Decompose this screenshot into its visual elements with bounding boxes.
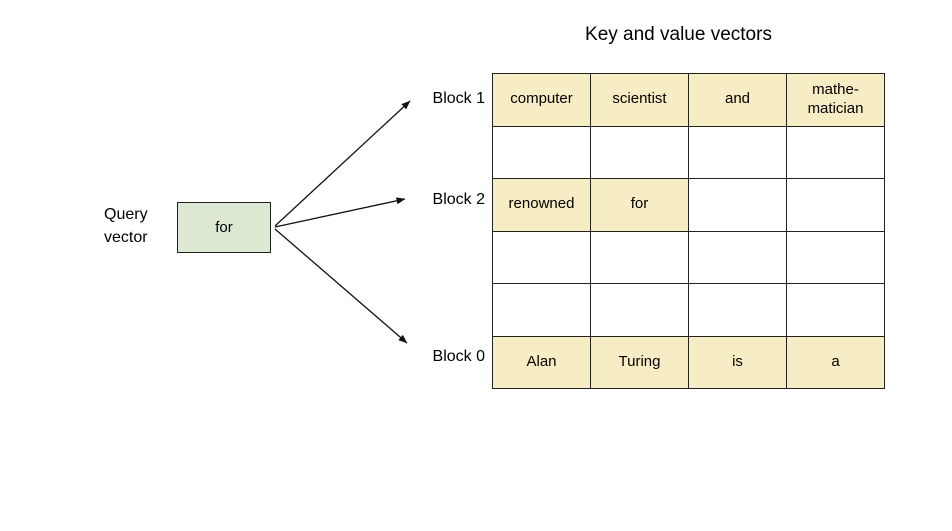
table-cell: and <box>688 73 787 127</box>
block-0-label: Block 0 <box>432 348 485 365</box>
table-cell: is <box>688 335 787 389</box>
table-cell <box>590 125 689 179</box>
table-cell <box>688 283 787 337</box>
arrow-to-block-1 <box>274 100 411 227</box>
table-cell: Turing <box>590 335 689 389</box>
table-cell: Alan <box>492 335 591 389</box>
block-1-label: Block 1 <box>432 90 485 107</box>
block-2-label: Block 2 <box>432 191 485 208</box>
table-cell <box>688 178 787 232</box>
table-title: Key and value vectors <box>585 24 772 45</box>
table-cell <box>688 230 787 284</box>
table-cell <box>492 230 591 284</box>
table-row-block-2: renowned for <box>492 178 885 232</box>
query-vector-box-text: for <box>215 219 233 236</box>
query-vector-box: for <box>177 202 271 253</box>
table-row-empty <box>492 283 885 337</box>
table-cell: scientist <box>590 73 689 127</box>
table-cell <box>590 283 689 337</box>
table-row-empty <box>492 230 885 284</box>
table-row-block-1: computer scientist and mathe-matician <box>492 73 885 127</box>
table-cell: for <box>590 178 689 232</box>
table-cell <box>786 283 885 337</box>
table-cell <box>786 178 885 232</box>
table-cell <box>786 125 885 179</box>
table-row-empty <box>492 125 885 179</box>
table-cell <box>590 230 689 284</box>
table-cell: a <box>786 335 885 389</box>
table-cell <box>492 283 591 337</box>
table-cell: computer <box>492 73 591 127</box>
arrow-to-block-2 <box>274 197 406 228</box>
query-vector-label: Query vector <box>104 206 148 246</box>
table-cell <box>688 125 787 179</box>
table-cell: mathe-matician <box>786 73 885 127</box>
table-cell <box>492 125 591 179</box>
key-value-table: computer scientist and mathe-matician re… <box>492 73 885 389</box>
table-cell <box>786 230 885 284</box>
table-row-block-0: Alan Turing is a <box>492 335 885 389</box>
arrow-to-block-0 <box>274 228 408 344</box>
table-cell: renowned <box>492 178 591 232</box>
